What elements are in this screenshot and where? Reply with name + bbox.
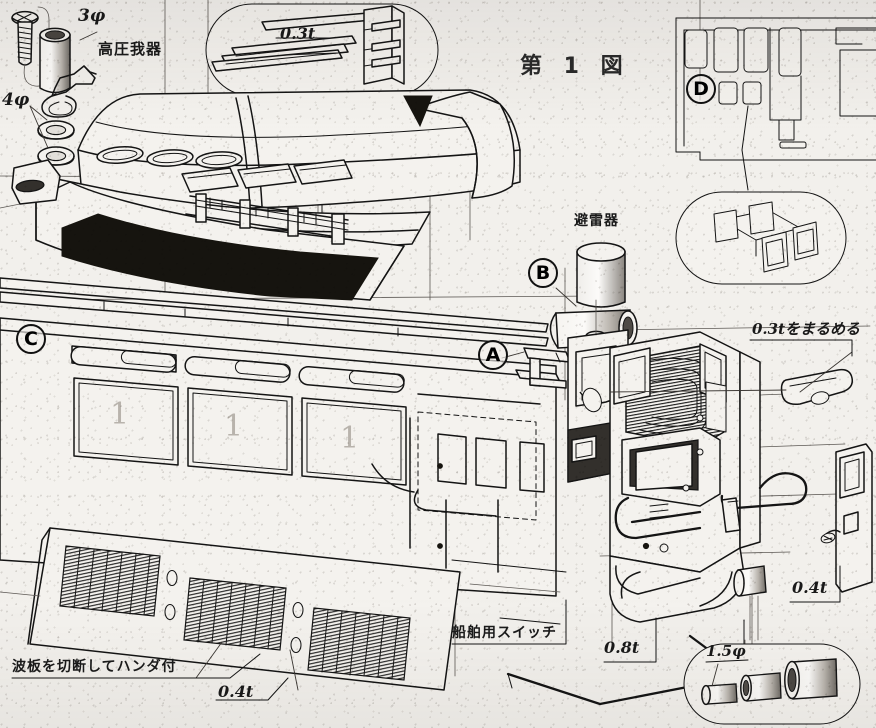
washer-parts — [37, 120, 75, 166]
louver-group-2 — [183, 577, 287, 651]
detail-bubble-top — [205, 3, 439, 237]
underframe-louver-panel — [27, 527, 461, 691]
callout-C[interactable]: C — [16, 324, 46, 354]
page-title: 第 1 図 — [520, 54, 630, 79]
insulator-parts-group — [11, 6, 98, 166]
cab-front-assembly — [567, 329, 761, 623]
large-windows — [73, 377, 407, 486]
resistor-bank — [185, 193, 349, 245]
door-panel-part — [820, 443, 873, 593]
coupler-bar-part — [720, 472, 808, 533]
callout-A[interactable]: A — [478, 340, 508, 370]
high-voltage-insulator-part — [39, 27, 71, 94]
roof-underplate — [11, 159, 431, 301]
callout-B[interactable]: B — [528, 258, 558, 288]
roof-horn-part — [609, 351, 854, 406]
dimension-leaders — [11, 37, 853, 701]
small-tube-part — [733, 565, 767, 641]
roof-vents — [96, 146, 243, 169]
body-side-panel — [0, 277, 561, 597]
mounting-bracket-part — [41, 65, 97, 118]
roof-assembly — [77, 89, 521, 210]
plan-view-top-right — [675, 17, 876, 191]
callout-D[interactable]: D — [686, 74, 716, 104]
detail-bubble-right — [675, 191, 847, 285]
side-door-area — [371, 411, 545, 573]
roof-panel-boxes — [181, 159, 353, 193]
part-A-bracket — [501, 347, 571, 389]
strip-stack — [211, 5, 405, 85]
screw-part — [11, 10, 39, 66]
louver-group-1 — [59, 545, 161, 617]
louver-group-3 — [307, 607, 411, 681]
detail-bubble-bottom — [683, 619, 861, 725]
upper-slit-windows — [70, 345, 405, 393]
tube-parts — [701, 658, 838, 706]
window-frame-detail — [713, 201, 819, 273]
